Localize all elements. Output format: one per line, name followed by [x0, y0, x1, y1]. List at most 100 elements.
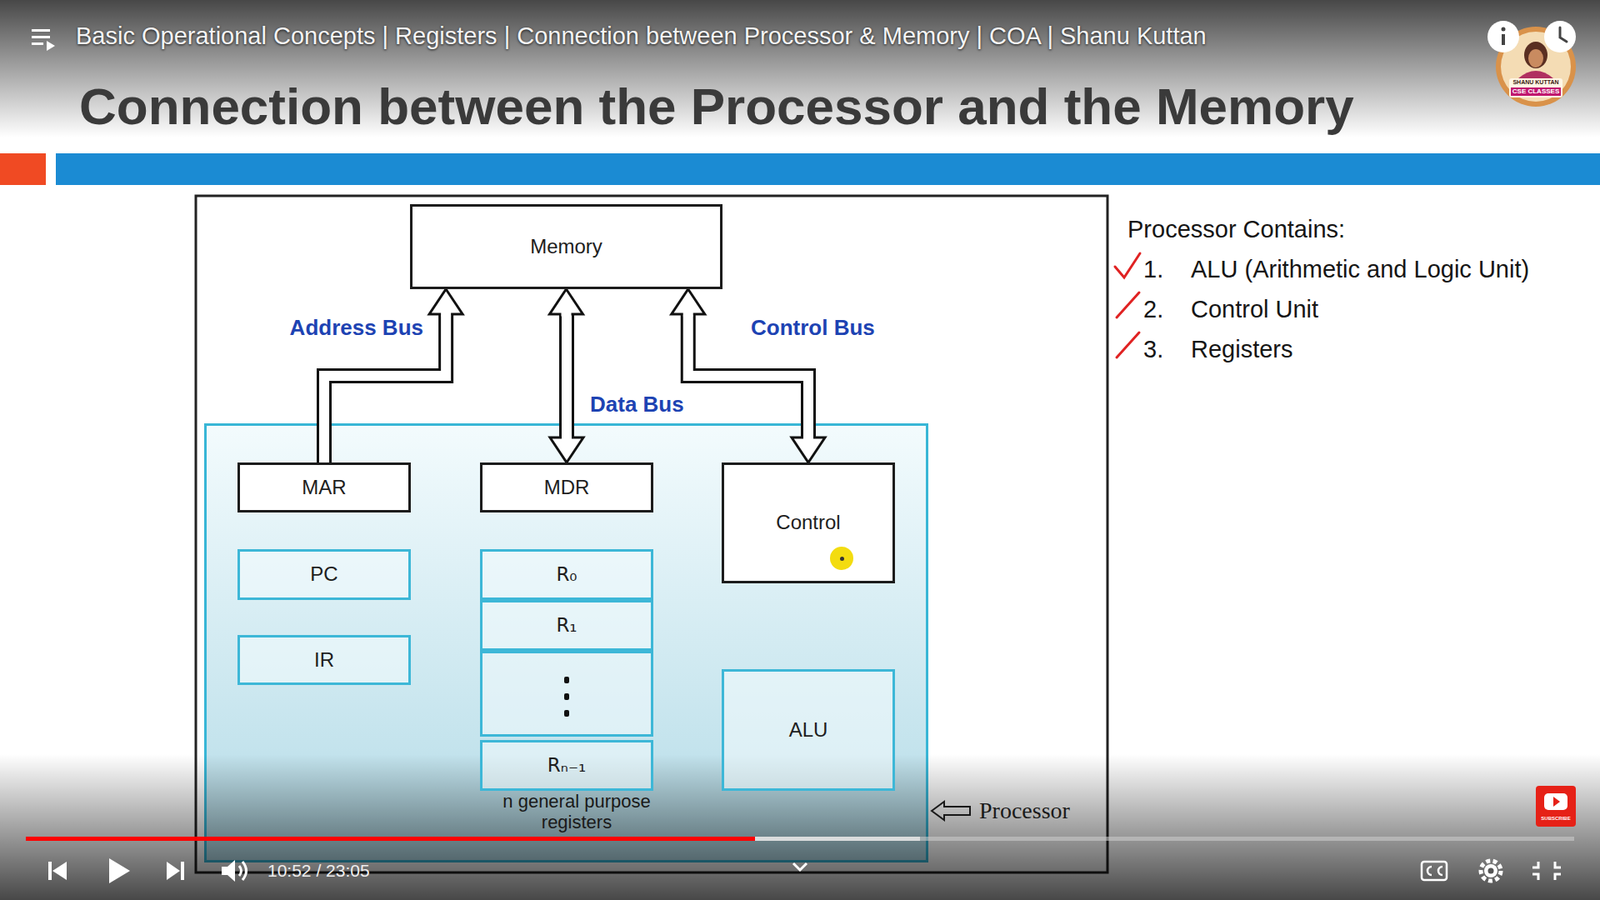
- accent-bar: [55, 153, 1600, 185]
- player-controls: [48, 858, 1561, 884]
- register-cell: R₀: [480, 549, 654, 600]
- avatar-hair: [1524, 41, 1548, 69]
- progress-buffer: [25, 836, 920, 841]
- menu-line: [31, 42, 44, 45]
- cc-icon: [1421, 861, 1447, 880]
- register-caption: n general purpose registers: [476, 790, 677, 833]
- ellipsis-dot: [564, 676, 570, 684]
- next-bar: [180, 861, 185, 880]
- accent-bar: [0, 153, 46, 185]
- subscribe-play: [1553, 796, 1560, 807]
- bus-arrow: [324, 289, 463, 463]
- bus-label: Data Bus: [590, 391, 685, 418]
- bus-outline: [559, 314, 575, 438]
- cc-mark: [1427, 866, 1432, 875]
- info-dot: [1501, 27, 1506, 32]
- subscribe-screen: [1544, 793, 1568, 810]
- arrow-head-join: [440, 312, 451, 317]
- bus-arrow: [671, 289, 825, 463]
- tick-mark: [1116, 332, 1140, 358]
- video-title: Basic Operational Concepts | Registers |…: [75, 21, 1207, 51]
- cursor-dot: [840, 556, 845, 561]
- clock-face: [1544, 20, 1576, 53]
- slide-title: Connection between the Processor and the…: [79, 76, 1355, 137]
- list-item: Control Unit: [1190, 295, 1319, 325]
- play-triangle: [109, 858, 130, 884]
- alu-box: ALU: [721, 669, 895, 791]
- box-label: PC: [310, 562, 338, 587]
- arrow-head: [671, 289, 705, 315]
- video-time: 10:52 / 23:05: [267, 860, 370, 881]
- bus-arrow: [550, 289, 585, 463]
- prev-triangle: [52, 861, 67, 880]
- gear-body: [1484, 864, 1498, 878]
- cc-mark: [1438, 866, 1443, 875]
- box-label: R₀: [555, 563, 577, 587]
- arrow-head: [429, 289, 463, 315]
- next-triangle: [166, 861, 180, 880]
- box-label: R₁: [555, 614, 577, 638]
- box-label: Rₙ₋₁: [547, 754, 587, 778]
- fullscreen-exit-icon: [1532, 861, 1561, 880]
- arrow-head-join: [561, 435, 572, 440]
- volume-wave: [242, 861, 247, 880]
- box-label: ALU: [789, 718, 829, 743]
- box-label: Control: [775, 510, 840, 535]
- progress-track: [25, 836, 1575, 841]
- gear-teeth: [1480, 860, 1501, 881]
- box-label: Memory: [530, 235, 603, 260]
- top-shade: [0, 0, 1600, 138]
- list-item: ALU (Arithmetic and Logic Unit): [1190, 255, 1530, 285]
- box-label: MAR: [301, 475, 346, 500]
- bus-label: Control Bus: [750, 315, 875, 341]
- list-number: 1.: [1143, 255, 1164, 285]
- subscribe-logo: [1535, 785, 1576, 827]
- menu-icon: [31, 29, 55, 51]
- menu-play: [46, 40, 55, 51]
- arrow-head: [550, 289, 584, 315]
- box-label: MDR: [544, 475, 590, 500]
- list-number: 3.: [1143, 335, 1164, 365]
- list-number: 2.: [1143, 295, 1164, 325]
- subscribe-text: SUBSCRIBE: [1540, 815, 1570, 822]
- cursor-highlight: [830, 546, 854, 570]
- register-box: PC: [237, 549, 411, 600]
- box-label: IR: [314, 648, 335, 673]
- prev-bar: [48, 861, 52, 880]
- bus-label: Address Bus: [290, 315, 424, 341]
- info-circle: [1487, 20, 1520, 53]
- chevron-icon: [793, 863, 807, 870]
- ellipsis-dot: [564, 710, 570, 717]
- register-box: MDR: [480, 462, 654, 513]
- avatar-band: [1509, 78, 1563, 98]
- register-cell-ellipsis: [481, 652, 653, 736]
- region-heading: Processor: [979, 797, 1070, 825]
- subscribe-badge: [1535, 785, 1576, 827]
- register-box: IR: [237, 635, 411, 685]
- memory-box: Memory: [410, 204, 723, 290]
- channel-tag: CSE CLASSES: [1510, 87, 1561, 96]
- register-cell: R₁: [480, 600, 654, 651]
- gear-hole: [1488, 868, 1495, 875]
- info-stem: [1501, 34, 1505, 45]
- register-cell: Rₙ₋₁: [480, 740, 654, 791]
- bus-inner: [561, 314, 572, 438]
- arrow-head: [550, 437, 584, 463]
- volume-speaker: [221, 860, 235, 882]
- menu-line: [31, 35, 50, 39]
- info-icon: [1487, 20, 1520, 53]
- register-box: MAR: [237, 462, 411, 513]
- arrow-head: [791, 437, 825, 463]
- progress-played: [25, 836, 755, 841]
- control-unit-box: Control: [721, 462, 895, 584]
- ellipsis-dot: [564, 693, 570, 700]
- arrow-head-join: [803, 435, 814, 440]
- list-item: Registers: [1190, 335, 1294, 365]
- avatar-face: [1528, 49, 1544, 68]
- volume-wave: [239, 865, 242, 876]
- tick-mark: [1115, 253, 1140, 278]
- list-heading: Processor Contains:: [1127, 215, 1345, 245]
- arrow-head-join: [683, 312, 694, 317]
